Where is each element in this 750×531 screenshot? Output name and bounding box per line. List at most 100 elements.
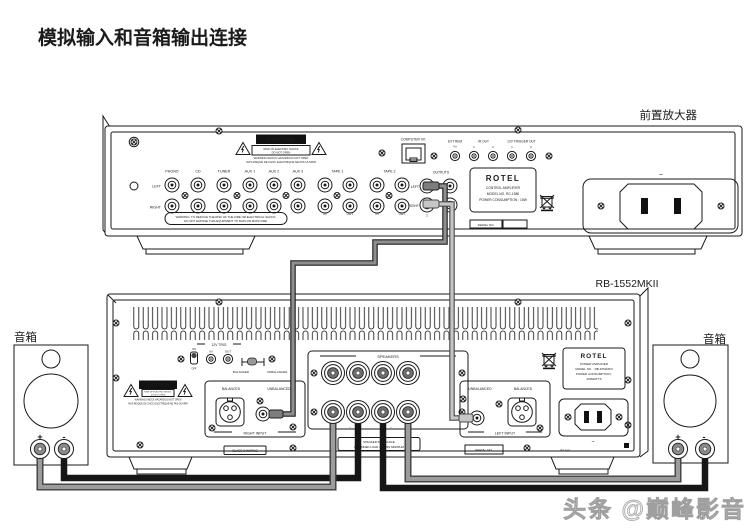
ground-washer bbox=[128, 136, 140, 148]
trigger-2: 2 bbox=[530, 145, 532, 149]
class2-box bbox=[223, 445, 267, 455]
brand-plate-border bbox=[469, 167, 537, 213]
left-input-label: LEFT INPUT bbox=[495, 432, 516, 436]
input-label-aux2: AUX 2 bbox=[269, 170, 279, 174]
amp-rear-panel: 12V TRIG ON OFF IN OUT BALANCED UNBALANC… bbox=[106, 286, 649, 475]
rca-plug-dark bbox=[422, 181, 440, 191]
preamp-foot-left-pad bbox=[145, 248, 244, 255]
speakers-label: SPEAKERS bbox=[377, 354, 399, 359]
inlet-socket bbox=[619, 183, 703, 230]
rotel-logo: ROTEL bbox=[580, 353, 607, 360]
woofer bbox=[663, 374, 717, 428]
ext-rem-in-label: IN bbox=[454, 145, 457, 149]
trig-label: 12V TRIG bbox=[211, 343, 226, 347]
cable-dark bbox=[283, 184, 447, 416]
right-input-box bbox=[204, 380, 306, 438]
outputs-label: OUTPUTS bbox=[433, 171, 450, 175]
amp-side-shell bbox=[639, 286, 649, 458]
brand-line3: POWER CONSUMPTION : 15W bbox=[479, 198, 528, 202]
ext-rem-label: EXT REM bbox=[448, 140, 462, 144]
caution-subbox bbox=[141, 389, 175, 397]
brand-line1: CONTROL AMPLIFIER bbox=[486, 186, 521, 190]
amp-caution-label: CAUTION RISK OF ELECTRIC SHOCK DO NOT OP… bbox=[123, 380, 193, 405]
right-balanced-label: BALANCED bbox=[222, 387, 241, 391]
tape1-out-label: OUT bbox=[347, 212, 354, 216]
amp-power-inlet: ~ bbox=[558, 398, 629, 446]
amp-foot-left-pad bbox=[136, 468, 187, 475]
caution-title: CAUTION bbox=[147, 383, 170, 389]
speaker-wires bbox=[36, 412, 709, 492]
cable-light bbox=[439, 202, 461, 420]
brand-line1: POWER AMPLIFIER bbox=[580, 362, 609, 366]
ir-out-label: IR OUT bbox=[478, 140, 489, 144]
trig-off-label: OFF bbox=[192, 368, 197, 371]
left-unbalanced-label: UNBALANCED bbox=[468, 387, 492, 391]
inlet-plate bbox=[558, 398, 629, 437]
computer-io-label: COMPUTER I/O bbox=[401, 138, 426, 142]
caution-sub1: RISK OF ELECTRIC SHOCK bbox=[144, 392, 172, 394]
speaker-right-cabinet: + - bbox=[652, 344, 729, 464]
fastener bbox=[624, 443, 629, 448]
warning-line1: WARNING: TO REDUCE THE RISK OF THE FIRE … bbox=[176, 215, 277, 219]
right-input-label: RIGHT INPUT bbox=[244, 432, 268, 436]
preamp-foot-left bbox=[136, 235, 256, 250]
inlet-pin-right bbox=[597, 411, 602, 423]
post-polarity-2: - bbox=[349, 426, 350, 430]
trig-in-label: IN bbox=[210, 350, 213, 354]
impedance-box bbox=[337, 437, 421, 451]
wire-black-right bbox=[379, 412, 709, 492]
amp-foot-right bbox=[550, 456, 615, 470]
caution-subbox bbox=[251, 145, 311, 156]
brand-line3: POWER CONSUMPTION : bbox=[576, 372, 613, 376]
caution-sub2: DO NOT OPEN bbox=[272, 151, 291, 155]
preamp-input-jacks: LEFT RIGHT PHONO CD TUNER AUX 1 AUX 2 AU… bbox=[150, 170, 410, 216]
speakers-box bbox=[307, 350, 469, 430]
left-input-box bbox=[459, 380, 551, 438]
trig-out-label: OUT bbox=[225, 350, 232, 354]
outputs-left-label: LEFT bbox=[411, 185, 419, 189]
warning-line2: DO NOT EXPOSE THIS EQUIPMENT TO RAIN OR … bbox=[184, 219, 268, 223]
input-label-cd: CD bbox=[195, 170, 201, 174]
tape1-in-label: IN bbox=[323, 212, 327, 216]
ac-symbol: ~ bbox=[659, 172, 663, 179]
slider-balanced-label: BALANCED bbox=[233, 370, 250, 374]
caution-warn2: AVIS:RISQUE DE CHOC ELECTRIQUE-NE PAS OU… bbox=[246, 160, 316, 164]
ground-jack bbox=[129, 181, 139, 191]
input-label-aux3: AUX 3 bbox=[293, 170, 303, 174]
caution-banner bbox=[256, 134, 306, 144]
tape2-out-label: OUT bbox=[399, 212, 406, 216]
right-unbalanced-label: UNBALANCED bbox=[267, 387, 291, 391]
watermark: 头条 @巅峰影音 bbox=[563, 496, 746, 522]
caution-warn1: WARNING:SHOCK HAZARD-DO NOT OPEN bbox=[254, 156, 309, 160]
input-label-phono: PHONO bbox=[165, 170, 178, 174]
tweeter bbox=[41, 349, 61, 369]
caution-title: CAUTION bbox=[267, 138, 294, 144]
caution-warn2: AVIS:RISQUE DE CHOC ELECTRIQUE-NE PAS OU… bbox=[128, 402, 188, 405]
inlet-socket bbox=[574, 403, 612, 431]
minus-label: - bbox=[703, 432, 706, 442]
woofer bbox=[23, 373, 79, 429]
vent-slots bbox=[130, 307, 598, 340]
part-number: RP-543 bbox=[560, 449, 571, 453]
caution-warn1: WARNING:SHOCK HAZARD-DO NOT OPEN bbox=[135, 399, 182, 402]
plus-label: + bbox=[37, 432, 42, 442]
inlet-pin-left bbox=[641, 198, 648, 214]
preamp-brand-plate: ROTEL CONTROL AMPLIFIER MODEL NO. RC-158… bbox=[469, 167, 537, 213]
amp-foot-right-pad bbox=[558, 468, 609, 475]
tape2-in-label: IN bbox=[375, 212, 379, 216]
impedance-line2: COMBINED LOAD 4 OHMS MINIMUM bbox=[354, 445, 405, 449]
caution-banner bbox=[139, 380, 177, 389]
brand-line2: MODEL NO. : RB-1552MKII bbox=[575, 367, 612, 371]
preamp-trigger-jacks: EXT REM IN IR OUT 1 2 12V TRIGGER OUT 1 … bbox=[430, 140, 553, 162]
preamp-rear-panel: CAUTION RISK OF ELECTRIC SHOCK DO NOT OP… bbox=[102, 114, 743, 255]
serial-blank bbox=[502, 219, 528, 229]
amp-corner-bevel bbox=[107, 294, 117, 304]
ground-screw-icon bbox=[130, 138, 138, 146]
wire-gray-left bbox=[37, 412, 336, 490]
wire-gray-right bbox=[405, 412, 681, 482]
amp-left-input-group: UNBALANCED BALANCED LEFT INPUT bbox=[459, 380, 551, 438]
brand-line2: MODEL NO. RC-1580 bbox=[487, 192, 520, 196]
trig-on-label: ON bbox=[192, 348, 196, 351]
wire-black-left bbox=[60, 412, 362, 482]
